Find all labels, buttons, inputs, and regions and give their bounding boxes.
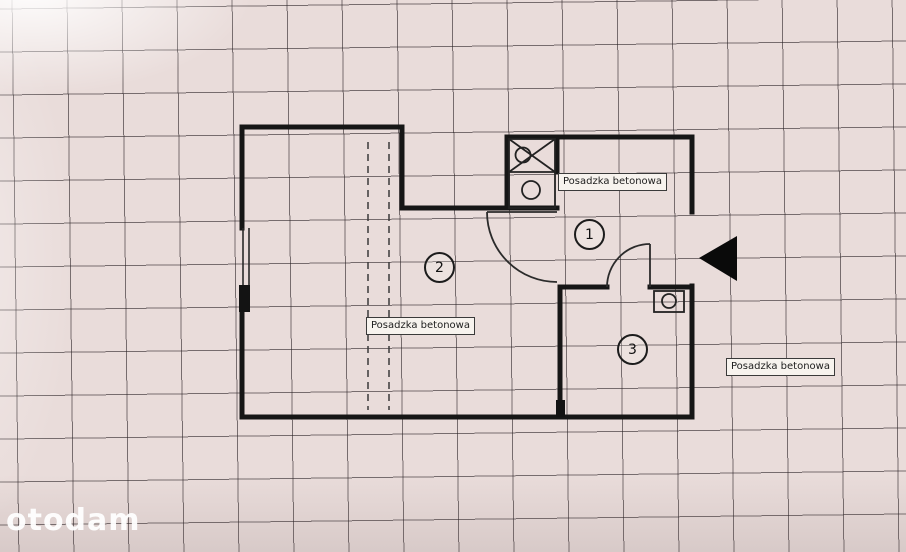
door-arc-room2 [486,211,558,283]
washbasin-bowl-icon [661,293,677,309]
kitchen-unit-hatch [508,138,556,173]
room-number-3: 3 [617,334,648,365]
floor-label-room2: Posadzka betonowa [366,317,475,335]
sink-bowl-icon-2 [521,180,541,200]
floor-label-room1: Posadzka betonowa [558,173,667,191]
kitchen-unit-outline [508,138,556,209]
outer-wall-bottom [239,283,695,420]
wall-pillar-block [556,400,565,417]
outer-wall-top-right [504,134,695,215]
washbasin-outline [653,290,685,313]
room-number-1: 1 [574,219,605,250]
floor-label-room3: Posadzka betonowa [726,358,835,376]
radiator-block [239,285,250,312]
outer-wall-top-left [239,124,560,211]
otodom-watermark: otodam [6,503,141,538]
sink-bowl-icon [514,146,532,164]
door-arc-room3 [606,243,651,288]
entrance-arrow-icon [699,236,737,281]
room-number-2: 2 [424,252,455,283]
